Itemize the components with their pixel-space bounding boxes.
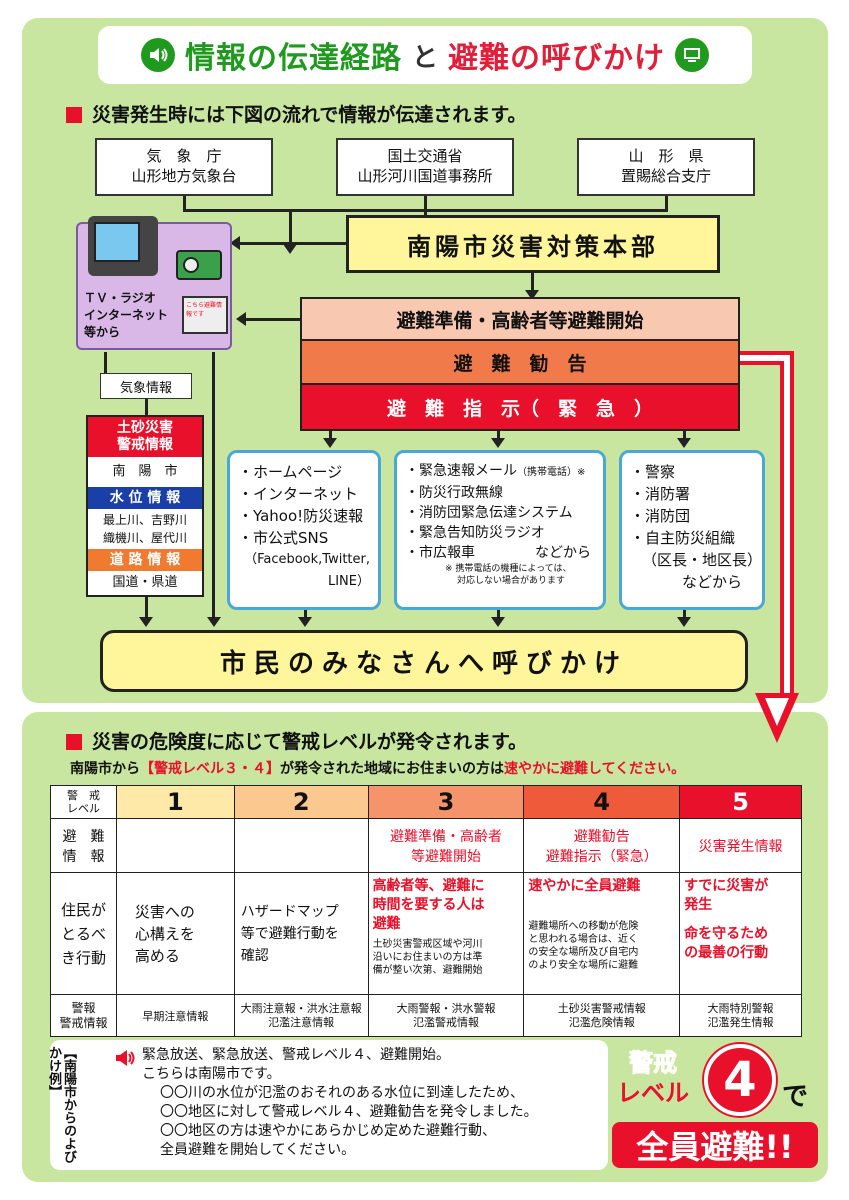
weather-info-label: 気象情報	[100, 373, 192, 399]
source-pref: 山 形 県置賜総合支庁	[577, 138, 755, 196]
level-2-head: 2	[233, 785, 369, 819]
title-part1: 情報の伝達経路	[184, 41, 402, 76]
tv-icon	[88, 216, 158, 276]
speaker-icon	[140, 38, 175, 72]
example-text: 緊急放送、緊急放送、警戒レベル４、避難開始。 こちらは南陽市です。 〇〇川の水位…	[142, 1047, 538, 1158]
media-box: こちら避難情報です ＴＶ・ラジオ インターネット 等から	[76, 216, 232, 350]
computer-icon	[675, 38, 709, 72]
hq-box: 南陽市災害対策本部	[346, 215, 720, 273]
channel-box-agencies: ・警察・消防署・消防団・自主防災組織 （区長・地区長）などから	[619, 450, 765, 610]
title-part3: 避難の呼びかけ	[448, 41, 665, 76]
section2-heading: 災害の危険度に応じて警戒レベルが発令されます。	[66, 727, 527, 754]
channel-box-web: ・ホームページ・インターネット・Yahoo!防災速報・市公式SNS （Faceb…	[227, 450, 381, 610]
media-label: ＴＶ・ラジオ インターネット 等から	[84, 291, 169, 339]
level-4-head: 4	[523, 785, 681, 819]
citizens-call-box: 市民のみなさんへ呼びかけ	[100, 630, 748, 692]
level4-info-box: 避 難 勧 告	[300, 341, 740, 385]
alert-level-table: 警 戒 レベル 1 2 3 4 5 避 難 情 報 避難準備・高齢者 等避難開始…	[50, 785, 802, 1037]
level3-info-box: 避難準備・高齢者等避難開始	[300, 297, 740, 341]
title-bar: 情報の伝達経路 と 避難の呼びかけ	[98, 26, 752, 84]
example-side-label: 【南陽市からのよびかけ例】	[46, 1046, 76, 1163]
level-3-head: 3	[367, 785, 525, 819]
level5-info-box: 避 難 指 示（ 緊 急 ）	[300, 385, 740, 431]
level4-badge: 警戒 レベル 4 で 全員避難!!	[610, 1040, 820, 1174]
example-box: 【南陽市からのよびかけ例】 緊急放送、緊急放送、警戒レベル４、避難開始。 こちら…	[46, 1040, 608, 1170]
radio-icon	[176, 250, 222, 280]
level-5-head: 5	[679, 785, 802, 819]
section2-note: 南陽市から【警戒レベル３・４】が発令された地域にお住まいの方は速やかに避難してく…	[70, 761, 686, 777]
megaphone-icon	[114, 1048, 136, 1072]
source-mlit: 国土交通省山形河川国道事務所	[336, 138, 514, 196]
section1-heading: 災害発生時には下図の流れで情報が伝達されます。	[66, 100, 527, 127]
level-1-head: 1	[115, 785, 235, 819]
red-down-arrow	[740, 351, 799, 743]
channel-box-broadcast: ・緊急速報メール（携帯電話）※ ・防災行政無線・消防団緊急伝達システム・緊急告知…	[394, 450, 606, 610]
source-jma: 気 象 庁山形地方気象台	[95, 138, 273, 196]
info-panel: 土砂災害 警戒情報 南 陽 市 水 位 情 報 最上川、吉野川 織機川、屋代川 …	[86, 415, 204, 597]
laptop-icon: こちら避難情報です	[182, 296, 228, 334]
title-part2: と	[411, 42, 438, 73]
